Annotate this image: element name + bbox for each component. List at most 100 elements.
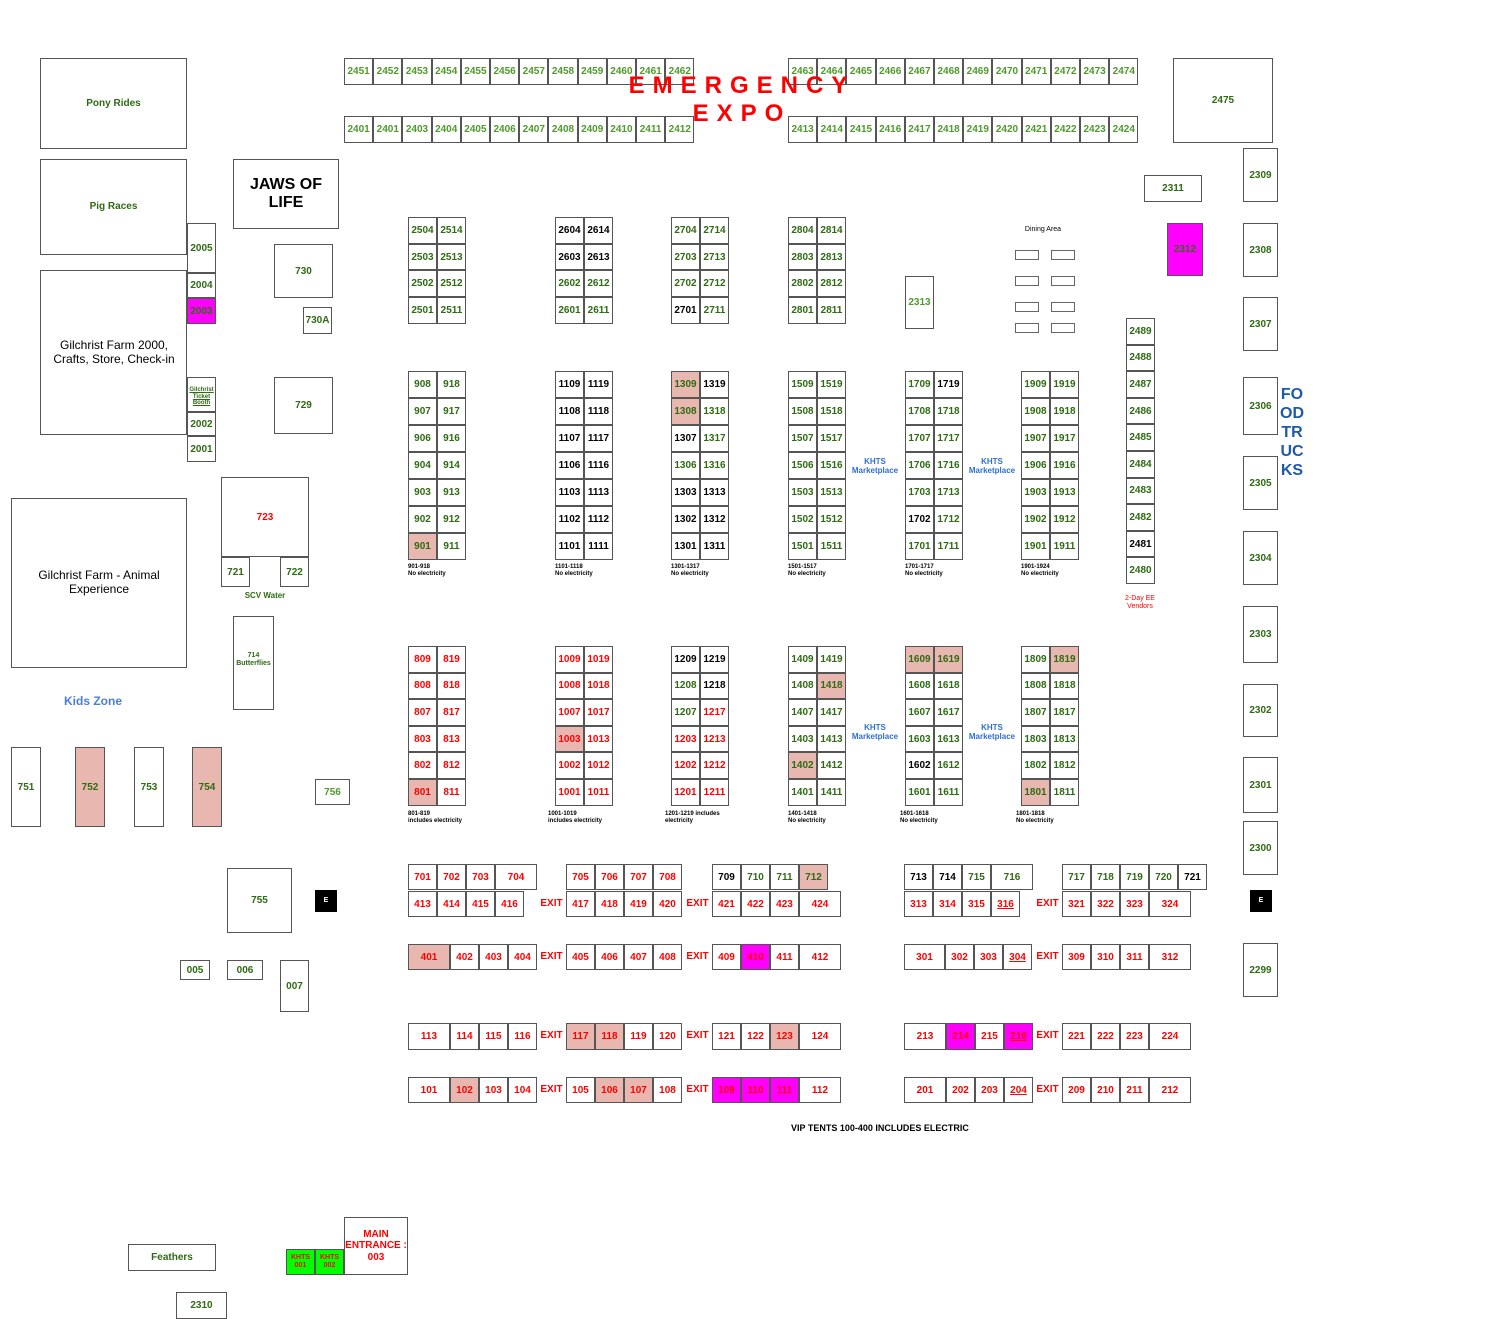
booth-702[interactable]: 702 bbox=[437, 864, 466, 890]
booth-2309[interactable]: 2309 bbox=[1243, 148, 1278, 202]
booth-1911[interactable]: 1911 bbox=[1050, 533, 1079, 560]
booth-720[interactable]: 720 bbox=[1149, 864, 1178, 890]
booth-2469[interactable]: 2469 bbox=[963, 58, 993, 85]
booth-421[interactable]: 421 bbox=[712, 891, 741, 917]
booth-413[interactable]: 413 bbox=[408, 891, 437, 917]
booth-2602[interactable]: 2602 bbox=[555, 270, 584, 298]
booth-321[interactable]: 321 bbox=[1062, 891, 1091, 917]
booth-755[interactable]: 755 bbox=[227, 868, 292, 933]
booth-1008[interactable]: 1008 bbox=[555, 672, 584, 700]
booth-717[interactable]: 717 bbox=[1062, 864, 1091, 890]
booth-802[interactable]: 802 bbox=[408, 752, 437, 779]
booth-1508[interactable]: 1508 bbox=[788, 398, 817, 425]
booth-2300[interactable]: 2300 bbox=[1243, 821, 1278, 875]
booth-1613[interactable]: 1613 bbox=[934, 725, 963, 753]
booth-2002[interactable]: 2002 bbox=[187, 412, 216, 436]
booth-2420[interactable]: 2420 bbox=[992, 116, 1022, 143]
booth-202[interactable]: 202 bbox=[946, 1077, 975, 1103]
booth-2481[interactable]: 2481 bbox=[1126, 530, 1155, 558]
booth-1516[interactable]: 1516 bbox=[817, 452, 846, 479]
booth-2801[interactable]: 2801 bbox=[788, 297, 817, 324]
booth-1002[interactable]: 1002 bbox=[555, 752, 584, 779]
booth-112[interactable]: 112 bbox=[799, 1077, 841, 1103]
booth-113[interactable]: 113 bbox=[408, 1023, 450, 1050]
booth-2475[interactable]: 2475 bbox=[1173, 58, 1273, 143]
booth-1812[interactable]: 1812 bbox=[1050, 752, 1079, 779]
booth-916[interactable]: 916 bbox=[437, 425, 466, 452]
booth-1202[interactable]: 1202 bbox=[671, 752, 700, 779]
booth-2408[interactable]: 2408 bbox=[548, 116, 578, 143]
booth-1617[interactable]: 1617 bbox=[934, 699, 963, 726]
booth-1809[interactable]: 1809 bbox=[1021, 646, 1050, 673]
booth-2484[interactable]: 2484 bbox=[1126, 451, 1155, 478]
booth-324[interactable]: 324 bbox=[1149, 891, 1191, 917]
booth-422[interactable]: 422 bbox=[741, 891, 770, 917]
booth-303[interactable]: 303 bbox=[974, 944, 1003, 970]
booth-2303[interactable]: 2303 bbox=[1243, 606, 1278, 663]
booth-1802[interactable]: 1802 bbox=[1021, 752, 1050, 779]
booth-1717[interactable]: 1717 bbox=[934, 425, 963, 452]
booth-2704[interactable]: 2704 bbox=[671, 217, 700, 244]
booth-714[interactable]: 714 bbox=[933, 864, 962, 890]
booth-813[interactable]: 813 bbox=[437, 725, 466, 753]
booth-1411[interactable]: 1411 bbox=[817, 779, 846, 806]
booth-414[interactable]: 414 bbox=[437, 891, 466, 917]
booth-705[interactable]: 705 bbox=[566, 864, 595, 890]
booth-222[interactable]: 222 bbox=[1091, 1023, 1120, 1050]
booth-1811[interactable]: 1811 bbox=[1050, 779, 1079, 806]
booth-106[interactable]: 106 bbox=[595, 1077, 624, 1103]
booth-1219[interactable]: 1219 bbox=[700, 646, 729, 673]
booth-2458[interactable]: 2458 bbox=[548, 58, 578, 85]
booth-2460[interactable]: 2460 bbox=[606, 58, 636, 85]
booth-1018[interactable]: 1018 bbox=[584, 672, 613, 700]
booth-1903[interactable]: 1903 bbox=[1021, 479, 1050, 506]
booth-114[interactable]: 114 bbox=[450, 1023, 479, 1050]
booth-1019[interactable]: 1019 bbox=[584, 646, 613, 673]
booth-1011[interactable]: 1011 bbox=[584, 779, 613, 806]
booth-718[interactable]: 718 bbox=[1091, 864, 1120, 890]
booth-2611[interactable]: 2611 bbox=[584, 297, 613, 324]
booth-2418[interactable]: 2418 bbox=[934, 116, 964, 143]
booth-211[interactable]: 211 bbox=[1120, 1077, 1149, 1103]
booth-2419[interactable]: 2419 bbox=[963, 116, 993, 143]
booth-1118[interactable]: 1118 bbox=[584, 398, 613, 425]
booth-1306[interactable]: 1306 bbox=[671, 452, 700, 479]
booth-216[interactable]: 216 bbox=[1004, 1023, 1033, 1050]
booth-117[interactable]: 117 bbox=[566, 1023, 595, 1050]
booth-1902[interactable]: 1902 bbox=[1021, 506, 1050, 533]
booth-1906[interactable]: 1906 bbox=[1021, 452, 1050, 479]
booth-918[interactable]: 918 bbox=[437, 371, 466, 398]
booth-2411[interactable]: 2411 bbox=[636, 116, 666, 143]
booth-1601[interactable]: 1601 bbox=[905, 779, 934, 806]
booth-1711[interactable]: 1711 bbox=[934, 533, 963, 560]
booth-213[interactable]: 213 bbox=[904, 1023, 946, 1050]
booth-105[interactable]: 105 bbox=[566, 1077, 595, 1103]
booth-409[interactable]: 409 bbox=[712, 944, 741, 970]
booth-2603[interactable]: 2603 bbox=[555, 243, 584, 271]
booth-729[interactable]: 729 bbox=[274, 377, 333, 434]
booth-2814[interactable]: 2814 bbox=[817, 217, 846, 244]
booth-1709[interactable]: 1709 bbox=[905, 371, 934, 398]
booth-322[interactable]: 322 bbox=[1091, 891, 1120, 917]
booth-917[interactable]: 917 bbox=[437, 398, 466, 425]
booth-2313[interactable]: 2313 bbox=[905, 276, 934, 329]
booth-709[interactable]: 709 bbox=[712, 864, 741, 890]
booth-2485[interactable]: 2485 bbox=[1126, 424, 1155, 451]
booth-223[interactable]: 223 bbox=[1120, 1023, 1149, 1050]
booth-2416[interactable]: 2416 bbox=[875, 116, 905, 143]
booth-1302[interactable]: 1302 bbox=[671, 506, 700, 533]
booth-1712[interactable]: 1712 bbox=[934, 506, 963, 533]
booth-1301[interactable]: 1301 bbox=[671, 533, 700, 560]
booth-122[interactable]: 122 bbox=[741, 1023, 770, 1050]
booth-2803[interactable]: 2803 bbox=[788, 243, 817, 271]
booth-913[interactable]: 913 bbox=[437, 479, 466, 506]
booth-2480[interactable]: 2480 bbox=[1126, 557, 1155, 584]
booth-116[interactable]: 116 bbox=[508, 1023, 537, 1050]
booth-1307[interactable]: 1307 bbox=[671, 425, 700, 452]
booth-1602[interactable]: 1602 bbox=[905, 752, 934, 779]
booth-411[interactable]: 411 bbox=[770, 944, 799, 970]
booth-1618[interactable]: 1618 bbox=[934, 672, 963, 700]
booth-2456[interactable]: 2456 bbox=[490, 58, 520, 85]
booth-1612[interactable]: 1612 bbox=[934, 752, 963, 779]
booth-1213[interactable]: 1213 bbox=[700, 725, 729, 753]
